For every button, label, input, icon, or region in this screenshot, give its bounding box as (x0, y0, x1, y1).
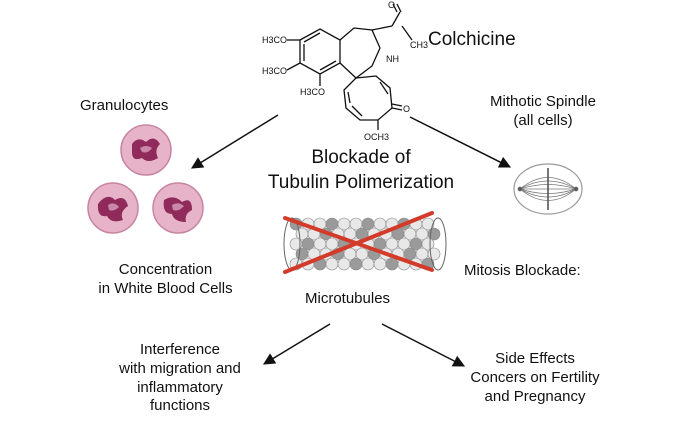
tubulin-unit (361, 257, 375, 271)
colchicine-labels: H3CO H3CO H3CO OCH3 NH CH3 O O (262, 0, 428, 142)
interference-line-4: functions (149, 397, 211, 415)
colchicine-structure (286, 3, 413, 130)
granulocyte-cell (120, 124, 172, 176)
granulocyte-cell (152, 182, 204, 234)
side-effects-line-1: Side Effects (495, 350, 575, 367)
interference-line-2: with migration and (119, 359, 241, 377)
granulocyte-cells (87, 124, 204, 234)
keto-o-label: O (403, 104, 410, 114)
interference-line-1: Interference (139, 341, 221, 358)
blocked-cross-icon (283, 211, 434, 274)
granulocytes-label: Granulocytes (80, 97, 169, 114)
arrow-to-side-effects (381, 323, 466, 367)
blockade-label: Blockade of Tubulin Polimerization (236, 146, 486, 195)
nh-label: NH (386, 54, 399, 64)
tubulin-unit (325, 257, 339, 271)
mitotic-spindle (513, 163, 583, 215)
tubulin-unit (373, 257, 387, 271)
side-effects-line-3: and Pregnancy (484, 387, 586, 405)
tubulin-unit (385, 257, 399, 271)
concentration-line-1: Concentration (118, 261, 213, 278)
arrows (190, 114, 512, 367)
ome-label-2: H3CO (262, 66, 287, 76)
side-effects-line-2: Concers on Fertility (470, 368, 600, 386)
tubulin-unit (349, 257, 363, 271)
tubulin-unit (421, 217, 435, 231)
mitosis-label: Mitosis Blockade: (464, 262, 581, 279)
blockade-line-2: Tubulin Polimerization (267, 171, 455, 193)
microtubules-label: Microtubules (305, 290, 391, 307)
blockade-line-1: Blockade of (311, 147, 411, 168)
ome-label-1: H3CO (262, 35, 287, 45)
spindle-label: Mithotic Spindle (all cells) (478, 93, 608, 131)
arrow-to-spindle (409, 116, 512, 168)
granulocyte-cell (87, 182, 139, 234)
arrow-to-granulocytes (190, 114, 279, 169)
arrow-to-interference (262, 323, 331, 365)
spindle-line-2: (all cells) (513, 111, 573, 129)
amide-o-label: O (388, 0, 395, 10)
ch3-label: CH3 (410, 40, 428, 50)
tubulin-unit (421, 237, 435, 251)
ome-label-3: H3CO (300, 87, 325, 97)
side-effects-label: Side Effects Concers on Fertility and Pr… (450, 350, 620, 406)
concentration-label: Concentration in White Blood Cells (78, 261, 253, 299)
microtubule-end-cap (429, 217, 447, 271)
colchicine-title: Colchicine (428, 29, 516, 50)
ome-label-4: OCH3 (364, 132, 389, 142)
spindle-line-1: Mithotic Spindle (490, 93, 596, 110)
interference-label: Interference with migration and inflamma… (95, 341, 265, 416)
interference-line-3: inflammatory (137, 378, 223, 396)
tubulin-unit (337, 257, 351, 271)
concentration-line-2: in White Blood Cells (98, 279, 233, 297)
